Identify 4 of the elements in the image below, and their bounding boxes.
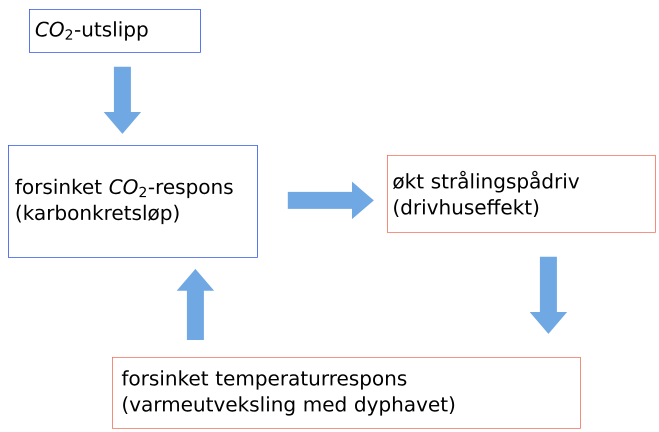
text-box: forsinket temperaturrespons (varmeutveksling med dyphavet) — [112, 357, 581, 429]
text-box: forsinket CO$_{2}$-respons (karbonkretsløp) — [8, 145, 258, 258]
text-box: økt strålingspådriv (drivhuseffekt) — [387, 155, 656, 233]
text-box: CO$_{2}$-utslipp — [29, 9, 201, 53]
